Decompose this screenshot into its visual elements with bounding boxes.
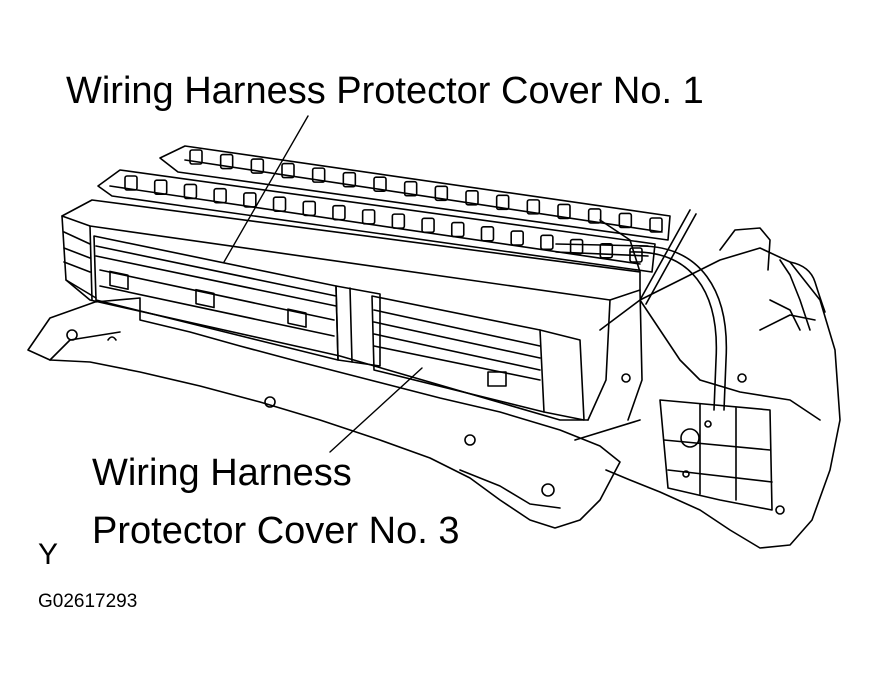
callout-cover-no3-line1: Wiring Harness bbox=[92, 452, 352, 494]
battery-module bbox=[61, 199, 643, 421]
wiring-harness bbox=[555, 209, 816, 411]
cell-cap bbox=[540, 234, 554, 251]
cover-clip bbox=[287, 308, 307, 328]
leader-line-cover1 bbox=[223, 115, 309, 263]
cell-cap bbox=[434, 185, 449, 202]
bolt-hole bbox=[682, 470, 690, 478]
cell-cap bbox=[569, 238, 584, 255]
cell-cap bbox=[391, 213, 406, 229]
cell-cap bbox=[618, 212, 633, 229]
cell-cap bbox=[281, 162, 295, 179]
protector-cover-no3 bbox=[371, 295, 585, 421]
cover-clip bbox=[487, 371, 507, 387]
cell-cap bbox=[189, 149, 203, 165]
bolt-hole bbox=[704, 420, 712, 428]
cell-cap bbox=[361, 209, 376, 225]
cell-cap bbox=[403, 180, 418, 197]
cell-cap bbox=[250, 158, 265, 174]
cell-cap bbox=[649, 217, 663, 233]
cover-divider bbox=[335, 285, 381, 367]
base-tray bbox=[27, 297, 641, 529]
cell-cap bbox=[124, 175, 138, 191]
cell-cap bbox=[495, 194, 510, 211]
cell-cap bbox=[311, 167, 326, 183]
cell-cap bbox=[421, 217, 435, 234]
busbar-rail bbox=[97, 145, 671, 273]
protector-cover-no1 bbox=[93, 235, 339, 361]
cell-cap bbox=[526, 199, 541, 215]
right-frame bbox=[599, 227, 841, 549]
callout-cover-no3-line2: Protector Cover No. 3 bbox=[92, 510, 460, 552]
mounting-hole bbox=[541, 483, 555, 497]
cell-cap bbox=[450, 221, 465, 238]
cell-cap bbox=[342, 171, 357, 188]
bolt-hole bbox=[680, 428, 700, 448]
cover-clip bbox=[195, 288, 215, 309]
view-marker: Y bbox=[38, 538, 59, 571]
cell-cap bbox=[332, 204, 346, 221]
cell-caps bbox=[124, 149, 663, 263]
cell-cap bbox=[465, 190, 479, 206]
bolt-hole bbox=[621, 373, 631, 383]
bolt-hole bbox=[775, 505, 785, 515]
bolt-hole bbox=[737, 373, 747, 383]
leader-line-cover3 bbox=[329, 367, 423, 453]
cell-cap bbox=[599, 242, 614, 259]
cell-cap bbox=[480, 226, 495, 242]
mounting-hole bbox=[264, 396, 276, 408]
cell-cap bbox=[373, 176, 387, 192]
cell-cap bbox=[153, 179, 168, 196]
callout-cover-no1: Wiring Harness Protector Cover No. 1 bbox=[66, 70, 704, 112]
cell-cap bbox=[213, 187, 227, 204]
cell-cap bbox=[557, 203, 571, 220]
cell-cap bbox=[219, 153, 234, 170]
cell-cap bbox=[243, 192, 257, 208]
figure-id: G02617293 bbox=[38, 591, 138, 612]
cell-cap bbox=[183, 183, 198, 200]
cell-cap bbox=[302, 200, 317, 217]
cell-cap bbox=[510, 230, 524, 246]
mounting-hole bbox=[66, 329, 78, 341]
cell-cap bbox=[272, 196, 287, 212]
cover-clip bbox=[109, 270, 129, 291]
cell-cap bbox=[587, 208, 602, 224]
mounting-hole bbox=[464, 434, 476, 446]
